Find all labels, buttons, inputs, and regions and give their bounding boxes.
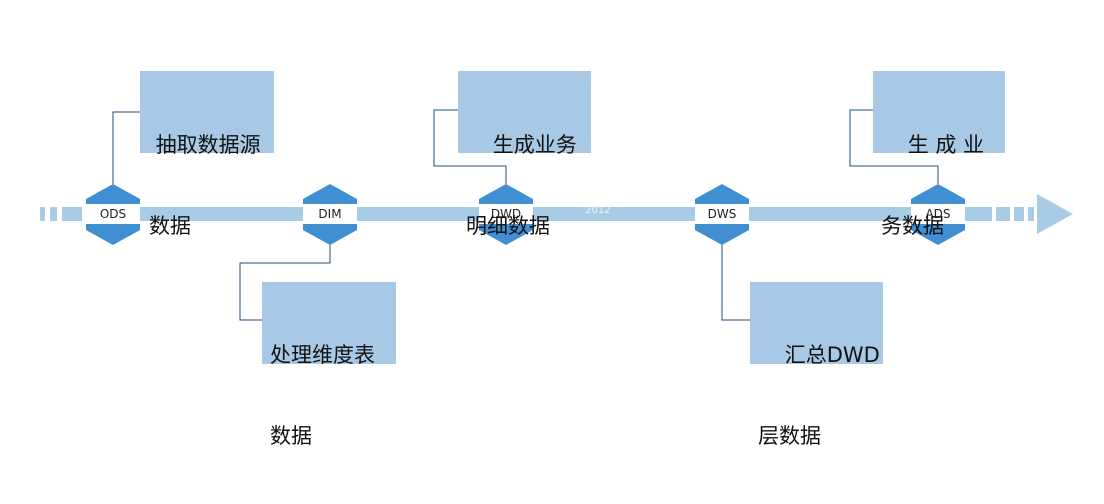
connector-ads [849,109,939,184]
description-box-dwd: 生成业务 明细数据 [458,71,591,238]
description-box-dim: 处理维度表 数据 [262,282,396,448]
description-box-ods: 抽取数据源 数据 [140,71,274,238]
node-label-dws: DWS [707,207,737,221]
node-label-background [911,204,965,224]
description-line: 汇总DWD [758,343,880,367]
description-line: 抽取数据源 [149,133,261,157]
timeline-arrowhead [1037,194,1073,234]
description-line: 明细数据 [466,214,550,238]
description-box-dws: 汇总DWD 层数据 [750,282,883,448]
node-dws [695,184,749,245]
timeline-graphics [40,109,1073,321]
connector-dws [721,244,750,321]
description-line: 数据 [149,214,191,238]
band-dash [62,207,82,221]
connector-dim [239,244,331,321]
description-line: 数据 [270,424,312,448]
node-label-background [695,204,749,224]
description-line: 层数据 [758,424,821,448]
node-dwd [479,184,533,245]
node-label-ads: ADS [925,207,951,221]
band-dash [1014,207,1024,221]
node-label-background [303,204,357,224]
connector-ods [112,111,140,184]
description-line: 务数据 [881,214,944,238]
band-dash [996,207,1010,221]
timeline-diagram: 2012 ODS DIM DWD DWS ADS 抽取数据源 数据 处理维度表 … [40,71,1073,448]
description-line: 生成业务 [466,133,577,157]
band-dash [50,207,57,221]
node-label-background [479,204,533,224]
band-dash [1028,207,1034,221]
node-ads [911,184,965,245]
band-dash [40,207,45,221]
description-box-ads: 生 成 业 务数据 [873,71,1005,238]
timeline-year-label: 2012 [585,205,611,216]
description-line: 处理维度表 [270,343,375,367]
connector-dwd [433,109,507,184]
node-label-background [86,204,140,224]
node-ods [86,184,140,245]
node-label-dim: DIM [318,207,342,221]
node-label-ods: ODS [99,207,127,221]
node-label-dwd: DWD [490,207,522,221]
description-line: 生 成 业 [881,133,985,157]
node-dim [303,184,357,245]
